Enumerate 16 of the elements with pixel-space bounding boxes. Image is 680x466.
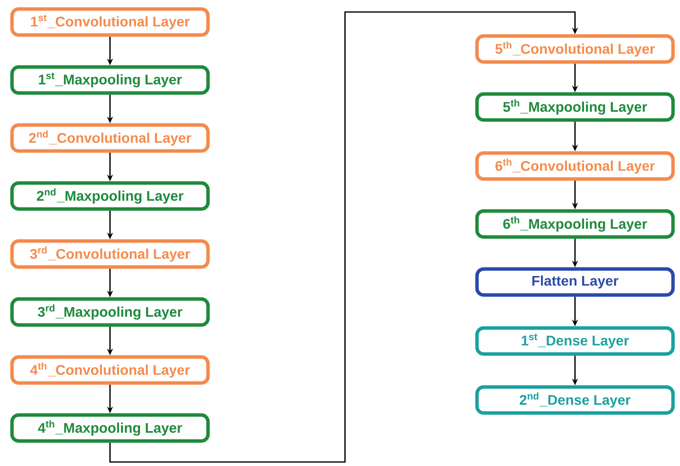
convolutional-layer-box: 4$^{th}$_Convolutional Layer	[10, 355, 210, 385]
maxpooling-layer-box: 6$^{th}$_Maxpooling Layer	[475, 209, 675, 239]
convolutional-layer-box: 3$^{rd}$_Convolutional Layer	[10, 239, 210, 269]
maxpooling-layer-box: 3$^{rd}$_Maxpooling Layer	[10, 297, 210, 327]
convolutional-layer-box: 1$^{st}$_Convolutional Layer	[10, 7, 210, 37]
convolutional-layer-box: 5$^{th}$_Convolutional Layer	[475, 34, 675, 64]
dense-layer-box: 2$^{nd}$_Dense Layer	[475, 385, 675, 415]
convolutional-layer-box: 2$^{nd}$_Convolutional Layer	[10, 123, 210, 153]
maxpooling-layer-box: 5$^{th}$_Maxpooling Layer	[475, 92, 675, 122]
flatten-layer-box: Flatten Layer	[475, 267, 675, 297]
dense-layer-box: 1$^{st}$_Dense Layer	[475, 326, 675, 356]
maxpooling-layer-box: 1$^{st}$_Maxpooling Layer	[10, 65, 210, 95]
maxpooling-layer-box: 2$^{nd}$_Maxpooling Layer	[10, 181, 210, 211]
convolutional-layer-box: 6$^{th}$_Convolutional Layer	[475, 151, 675, 181]
maxpooling-layer-box: 4$^{th}$_Maxpooling Layer	[10, 413, 210, 443]
arrow	[109, 11, 578, 463]
